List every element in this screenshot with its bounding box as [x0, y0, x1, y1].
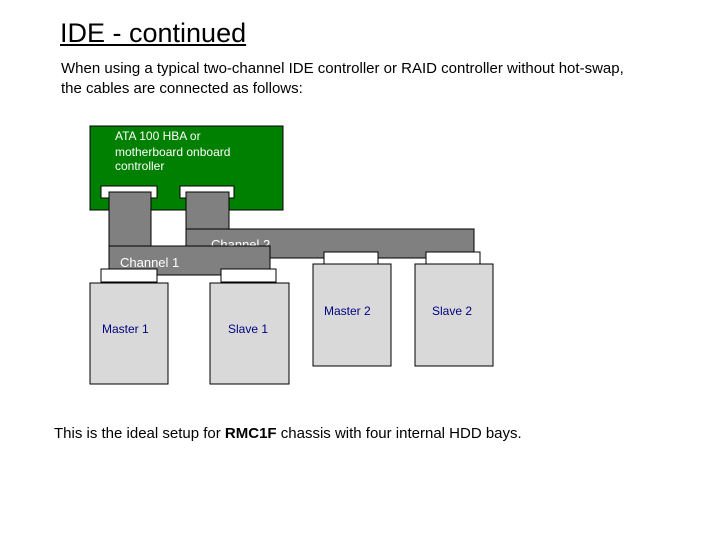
intro-text: When using a typical two-channel IDE con…: [61, 60, 624, 97]
drive-connector-slave1: [220, 268, 277, 283]
controller-label-line3: controller: [115, 159, 164, 173]
slide-title: IDE - continued: [60, 18, 247, 48]
drive-master1: [89, 282, 169, 385]
drive-connector-slave2: [425, 251, 481, 266]
chassis-model: RMC1F: [224, 425, 277, 442]
drive-label-slave2: Slave 2: [432, 304, 472, 318]
drive-label-master1: Master 1: [102, 322, 149, 336]
drive-connector-master1: [100, 268, 158, 283]
outro-text-end: chassis with four internal HDD bays.: [276, 425, 522, 442]
channel-1-label: Channel 1: [120, 255, 179, 270]
drive-master2: [312, 263, 392, 367]
drive-label-slave1: Slave 1: [228, 322, 268, 336]
drive-connector-master2: [323, 251, 379, 266]
drive-label-master2: Master 2: [324, 304, 371, 318]
drive-slave2: [414, 263, 494, 367]
controller-label-line2: motherboard onboard: [115, 145, 230, 159]
drive-slave1: [209, 282, 290, 385]
controller-label-line1: ATA 100 HBA or: [115, 129, 201, 143]
outro-text: This is the ideal setup for RMC1F chassi…: [54, 425, 522, 442]
outro-text-start: This is the ideal setup for: [54, 425, 225, 442]
